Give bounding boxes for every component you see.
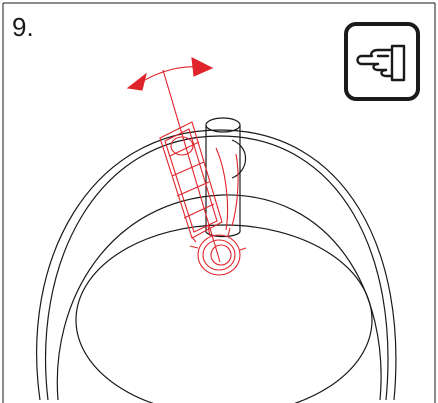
hand-pointing-icon <box>344 22 420 101</box>
basin-bowl <box>56 194 382 403</box>
rotate-arrow-left-icon <box>126 72 147 91</box>
basin-outer-rim <box>36 129 397 401</box>
rotate-arrow-right-icon <box>191 57 214 77</box>
step-number: 9. <box>12 12 34 42</box>
faucet-rotated-outline <box>126 57 247 276</box>
